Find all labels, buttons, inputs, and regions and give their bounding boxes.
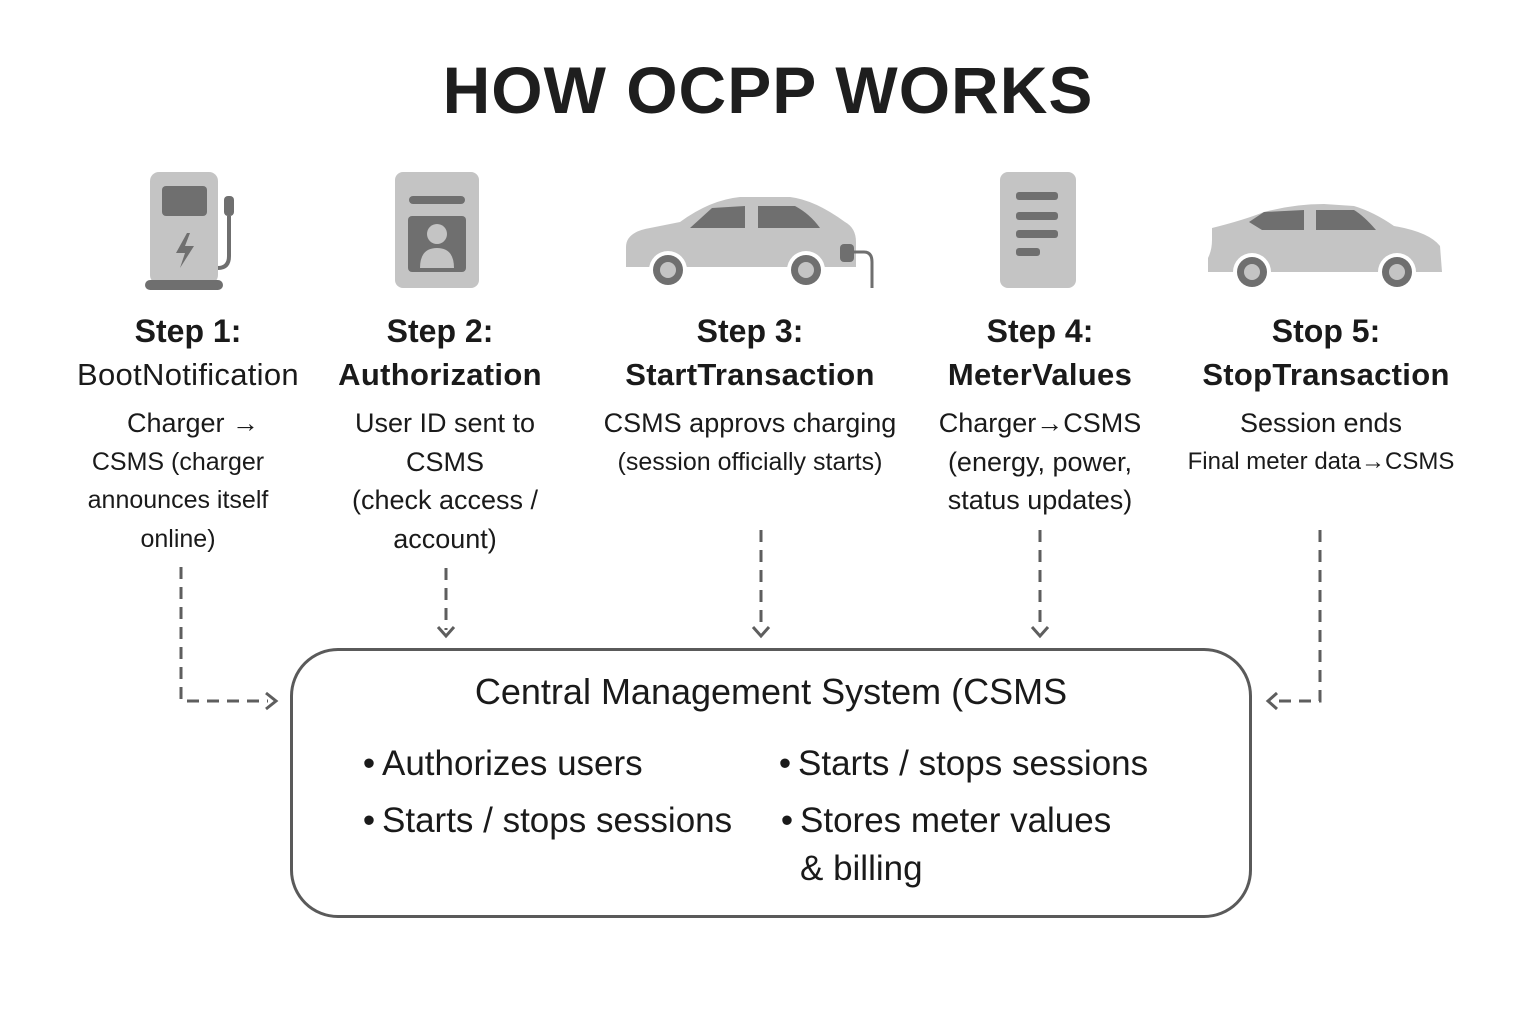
meter-document-icon xyxy=(1000,172,1076,288)
csms-title: Central Management System (CSMS xyxy=(474,671,1068,712)
ev-charger-icon xyxy=(145,172,234,290)
step-3-name: StartTransaction xyxy=(625,357,875,392)
arrowhead-icon xyxy=(1030,626,1050,639)
car-icon xyxy=(1208,204,1442,291)
step-4-heading: Step 4: xyxy=(986,313,1094,349)
step-1-heading: Step 1: xyxy=(134,313,242,349)
step-2-heading: Step 2: xyxy=(386,313,494,349)
step-3-heading: Step 3: xyxy=(696,313,804,349)
step-5-description: Session ends Final meter data→CSMS xyxy=(1187,408,1455,475)
arrowhead-icon xyxy=(436,626,456,639)
step-1-arrow-line xyxy=(179,567,268,703)
step-2-description: User ID sent to CSMS (check access / acc… xyxy=(351,408,539,554)
csms-box: Central Management System (CSMS xyxy=(290,648,1252,918)
step-4-description: Charger→CSMS (energy, power, status upda… xyxy=(938,408,1142,515)
step-2-name: Authorization xyxy=(338,357,542,392)
id-card-icon xyxy=(395,172,479,288)
step-4-name: MeterValues xyxy=(947,357,1133,392)
step-5-arrow-line xyxy=(1274,530,1322,703)
step-5-heading: Stop 5: xyxy=(1271,313,1381,349)
step-3-description: CSMS approvs charging (session officiall… xyxy=(603,408,897,476)
step-1-description: Charger → CSMS (charger announces itself… xyxy=(87,408,269,553)
csms-bullet-right-1: •Starts / stops sessions xyxy=(778,744,1149,783)
arrowhead-icon xyxy=(1265,691,1278,711)
car-charging-icon xyxy=(626,197,874,289)
csms-bullet-left-1: •Authorizes users xyxy=(362,744,643,783)
diagram-title: HOW OCPP WORKS xyxy=(442,53,1094,127)
csms-bullet-right-2: •Stores meter values xyxy=(780,801,1112,840)
arrowhead-icon xyxy=(265,691,279,711)
csms-bullet-right-2-continued: & billing xyxy=(800,849,923,888)
arrowhead-icon xyxy=(751,626,771,639)
csms-bullet-left-2: •Starts / stops sessions xyxy=(362,801,733,840)
step-5-name: StopTransaction xyxy=(1202,357,1450,392)
step-1-name: BootNotification xyxy=(77,357,299,392)
